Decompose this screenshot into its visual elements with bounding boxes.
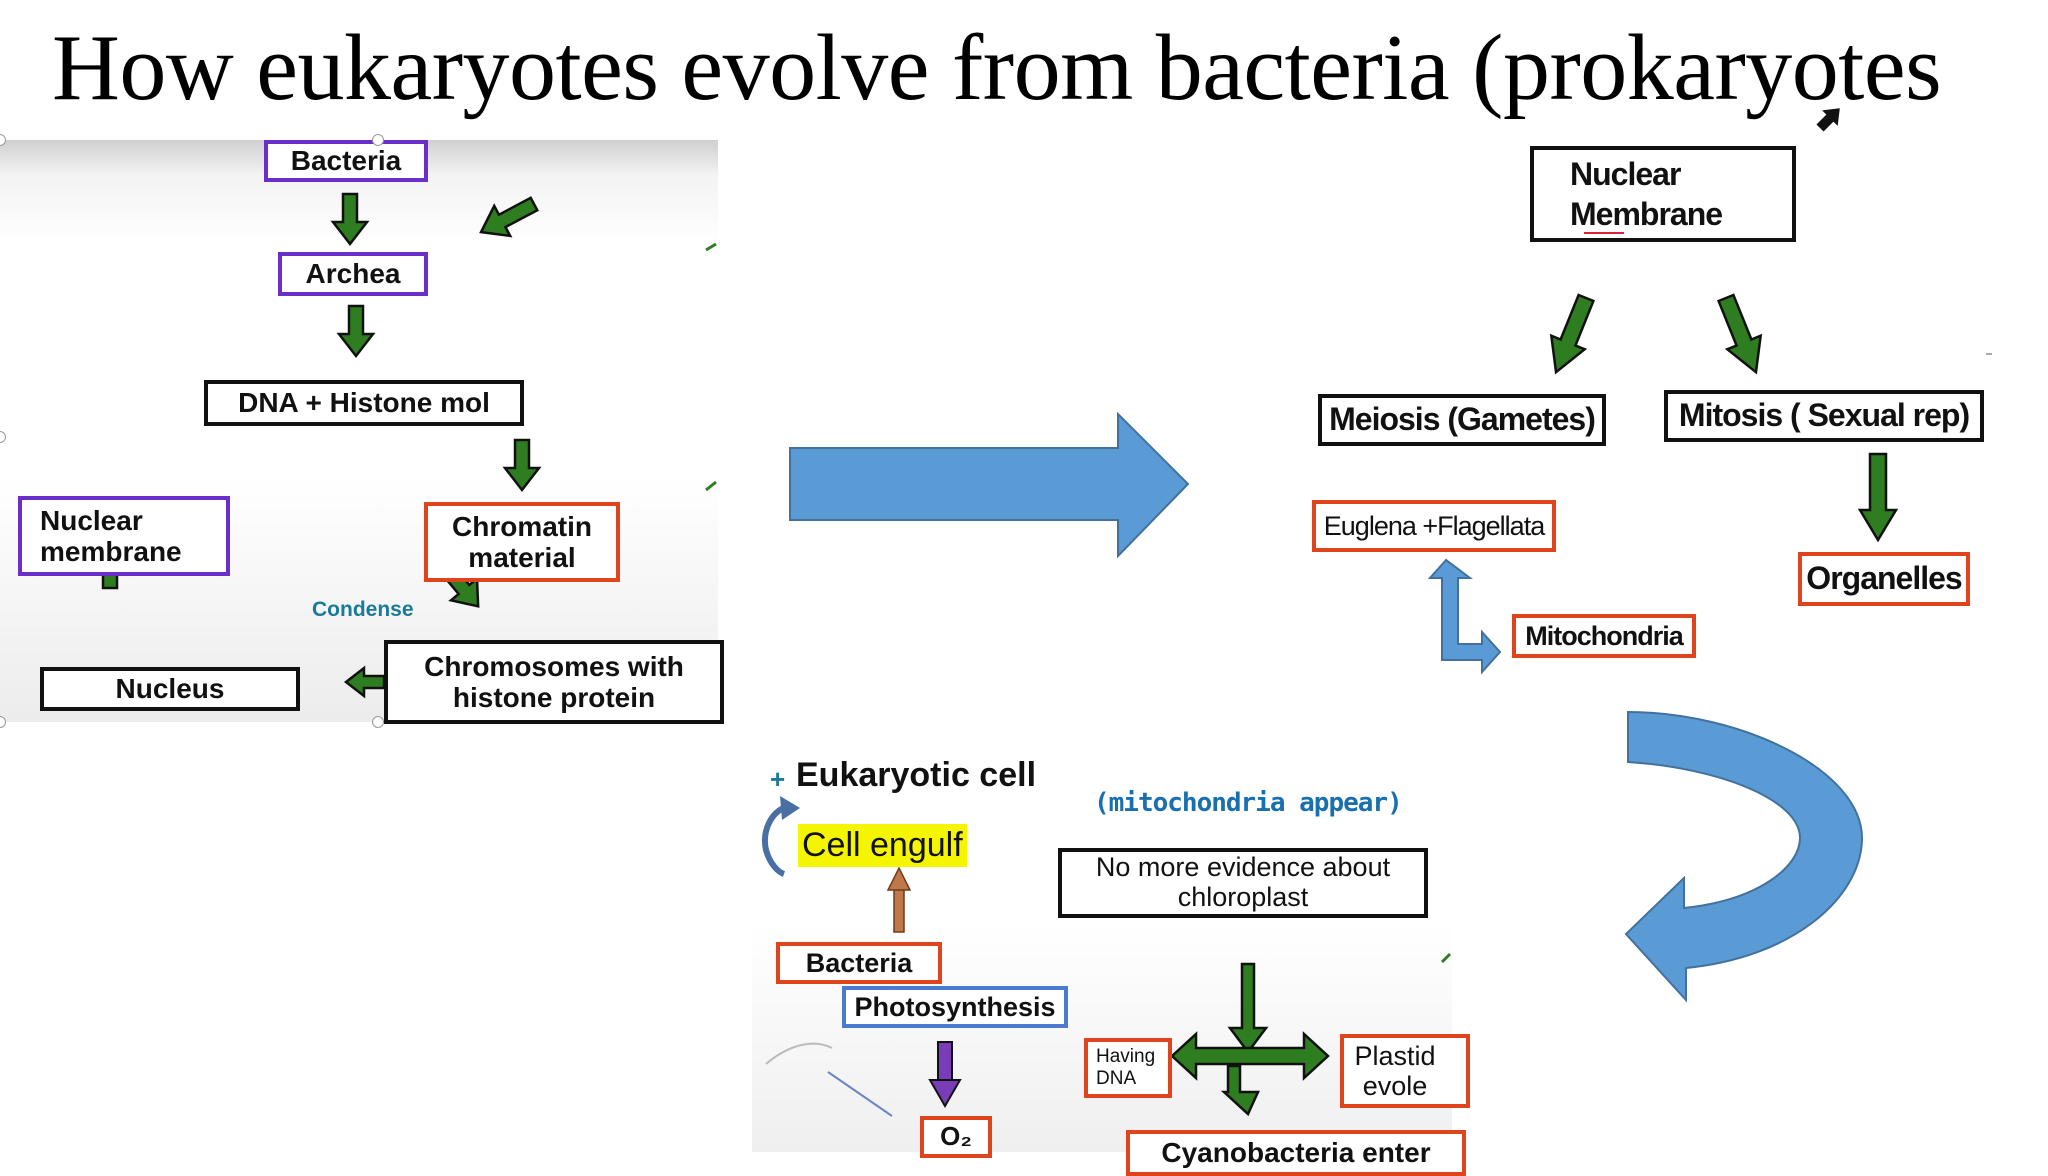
edge-mark [705, 480, 717, 492]
heading-eukaryotic-cell: Eukaryotic cell [796, 756, 1037, 794]
arrow-mitosis-to-organelles [1857, 452, 1899, 543]
bottom-panel-arrows [762, 796, 1452, 1117]
curved-return-arrow [1624, 710, 1864, 1003]
node-meiosis: Meiosis (Gametes) [1318, 394, 1606, 446]
node-organelles: Organelles [1798, 552, 1970, 606]
node-nuclear-membrane-top: Nuclear Membrane [1530, 146, 1796, 242]
left-diagram-panel[interactable]: Bacteria Archea DNA + Histone mol Chroma… [0, 140, 724, 724]
node-having-dna: Having DNA [1084, 1038, 1172, 1098]
node-bacteria: Bacteria [264, 140, 428, 182]
node-euglena: Euglena +Flagellata [1312, 500, 1556, 552]
node-bacteria-bottom: Bacteria [776, 942, 942, 984]
faint-arc [765, 1042, 833, 1065]
note-mitochondria-appear: (mitochondria appear) [1094, 788, 1403, 818]
edge-mark [705, 242, 717, 252]
nuclear-membrane-label: Nuclear Membrane [1570, 156, 1723, 232]
label-condense: Condense [312, 598, 414, 621]
arrow-chromosomes-to-nucleus [343, 665, 386, 699]
plus-sign: + [770, 764, 786, 794]
selection-handle[interactable] [372, 716, 384, 728]
arrow-bacteria-to-archea [331, 192, 369, 246]
arrow-photosynthesis-to-o2 [928, 1041, 962, 1109]
node-mitosis: Mitosis ( Sexual rep) [1664, 390, 1984, 442]
arrow-archea-to-dna [337, 304, 375, 358]
node-chromosomes: Chromosomes with histone protein [384, 640, 724, 724]
slide-title: How eukaryotes evolve from bacteria (pro… [52, 16, 1942, 120]
faint-line [827, 1071, 893, 1117]
node-mitochondria: Mitochondria [1512, 614, 1696, 658]
node-plastid-evole: Plastid evole [1340, 1034, 1470, 1108]
node-archea: Archea [278, 252, 428, 296]
left-panel-arrows [90, 192, 717, 699]
node-o2: O₂ [920, 1116, 992, 1158]
highlight-cell-engulf: Cell engulf [798, 824, 967, 867]
arrow-mitochondria-to-euglena [1427, 558, 1502, 675]
edge-mark [1440, 952, 1452, 964]
green-cross-arrows [1170, 962, 1330, 1117]
node-chromatin: Chromatin material [424, 502, 620, 582]
arrow-pointer-archea [479, 196, 539, 238]
red-underline [1584, 232, 1624, 234]
bottom-diagram-panel[interactable]: + Eukaryotic cell (mitochondria appear) … [752, 736, 1470, 1176]
node-dna-histone: DNA + Histone mol [204, 380, 524, 426]
big-right-arrow [789, 411, 1190, 559]
selection-handle[interactable] [372, 134, 384, 146]
node-nuclear-membrane: Nuclear membrane [18, 496, 230, 576]
node-nucleus: Nucleus [40, 667, 300, 711]
arrow-bacteria-to-engulf [886, 866, 912, 933]
node-photosynthesis: Photosynthesis [842, 986, 1068, 1028]
engulf-curve-arrowhead [780, 796, 800, 820]
node-no-evidence: No more evidence about chloroplast [1058, 848, 1428, 918]
arrow-membrane-to-mitosis [1716, 293, 1763, 375]
arrow-dna-to-chromatin [503, 438, 541, 492]
node-cyanobacteria: Cyanobacteria enter [1126, 1130, 1466, 1176]
engulf-curve-arrow [762, 803, 790, 877]
arrow-membrane-to-meiosis [1549, 293, 1596, 375]
